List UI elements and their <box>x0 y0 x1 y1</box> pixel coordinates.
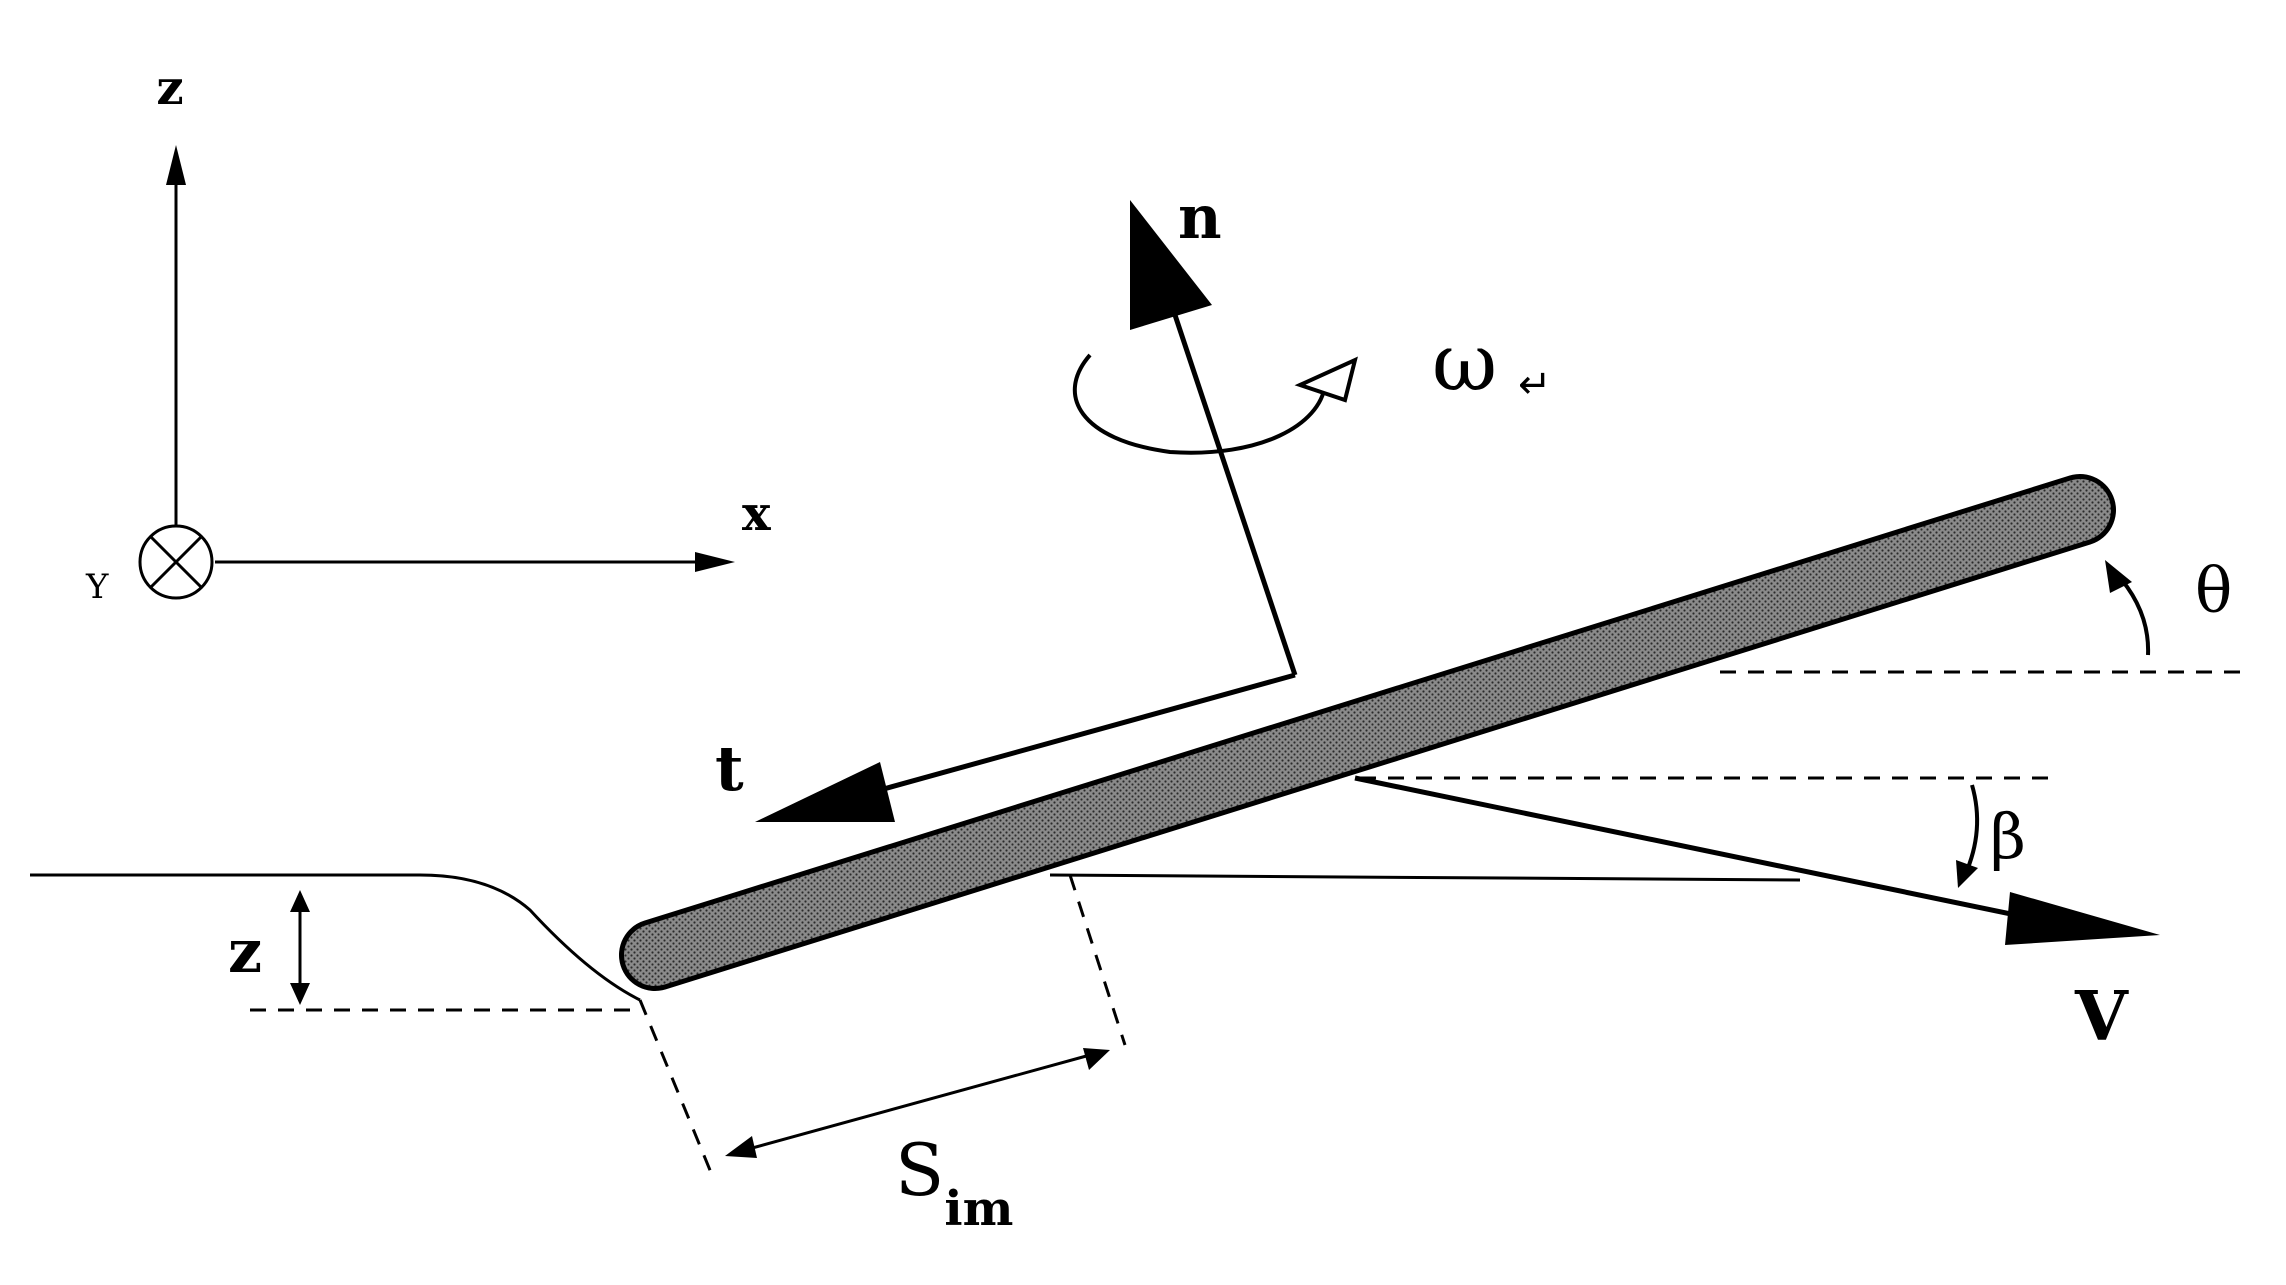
x-axis-label: x <box>742 486 771 542</box>
velocity-vector-arrowhead <box>2005 892 2160 945</box>
tangent-vector-label: t <box>715 732 744 805</box>
immersed-length-label-main: S <box>895 1128 944 1212</box>
theta-label: θ <box>2195 554 2232 627</box>
rotation-indicator: ω ↵ <box>1072 316 1552 455</box>
undisturbed-surface-line <box>1049 873 1801 882</box>
beta-arc <box>1963 784 1980 876</box>
coordinate-system: z x Y <box>85 60 771 607</box>
beta-label: β <box>1990 800 2026 873</box>
omega-label: ω <box>1432 316 1497 409</box>
normal-vector: n <box>1130 183 1298 676</box>
theta-arrowhead <box>2105 560 2132 593</box>
free-surface-line <box>30 873 641 1002</box>
velocity-vector: V <box>1354 775 2160 1057</box>
z-axis-arrowhead <box>166 145 186 185</box>
immersed-length-dimension: Sim <box>725 1048 1110 1237</box>
tangent-vector: t <box>715 672 1296 822</box>
beta-arrowhead <box>1956 860 1978 888</box>
normal-vector-line <box>1157 269 1298 676</box>
immersion-left-dashed-line <box>638 999 714 1176</box>
immersed-length-label-sub: im <box>944 1181 1013 1237</box>
water-surface <box>30 873 1801 1002</box>
immersed-arrowhead-right <box>1083 1048 1110 1070</box>
normal-vector-arrowhead <box>1130 200 1212 330</box>
tangent-vector-arrowhead <box>755 762 895 822</box>
rotation-arc <box>1072 353 1327 455</box>
depth-arrowhead-bottom <box>290 983 310 1005</box>
depth-label: z <box>228 917 262 987</box>
depth-arrowhead-top <box>290 890 310 912</box>
normal-vector-label: n <box>1178 183 1222 253</box>
x-axis-arrowhead <box>695 552 735 572</box>
omega-return-mark: ↵ <box>1518 363 1552 407</box>
velocity-vector-label: V <box>2074 977 2129 1057</box>
immersed-length-label: Sim <box>895 1128 1013 1237</box>
immersion-right-dashed-line <box>1068 874 1127 1046</box>
beta-angle: β <box>1956 784 2026 888</box>
depth-dimension: z <box>228 890 310 1005</box>
reference-lines <box>250 670 2250 1176</box>
y-axis-label: Y <box>85 567 109 607</box>
plate <box>619 474 2116 991</box>
immersed-length-line <box>744 1053 1091 1152</box>
z-axis-label: z <box>156 60 183 116</box>
tangent-vector-line <box>879 672 1296 793</box>
immersed-arrowhead-left <box>725 1136 757 1158</box>
rotation-open-arrowhead-icon <box>1294 356 1358 403</box>
y-axis-into-page-icon <box>138 524 214 600</box>
plate-body <box>624 479 2111 986</box>
theta-angle: θ <box>2105 554 2232 656</box>
velocity-vector-line <box>1354 775 2041 923</box>
